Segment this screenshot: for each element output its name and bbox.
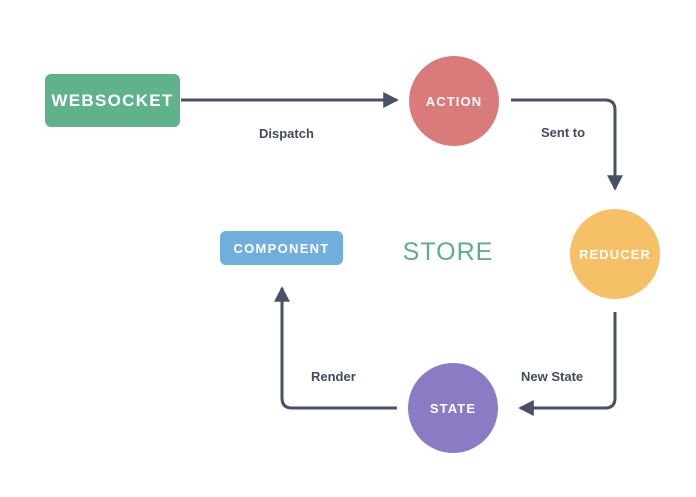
edge-render-arrow <box>274 286 397 410</box>
edge-new-state-arrow <box>518 312 617 416</box>
node-state[interactable]: STATE <box>408 363 498 453</box>
node-state-label: STATE <box>429 400 477 416</box>
node-websocket-label: WEBSOCKET <box>51 90 174 110</box>
store-title: STORE <box>402 238 494 266</box>
node-websocket[interactable]: WEBSOCKET <box>45 74 180 127</box>
node-reducer[interactable]: REDUCER <box>570 209 660 299</box>
node-component-label: COMPONENT <box>233 240 330 256</box>
edge-label-sent-to: Sent to <box>541 125 586 140</box>
node-action[interactable]: ACTION <box>409 56 499 146</box>
edge-sent-to-arrow <box>511 98 623 191</box>
edge-label-render: Render <box>311 369 356 384</box>
node-reducer-label: REDUCER <box>579 246 651 262</box>
node-action-label: ACTION <box>425 93 483 109</box>
node-component[interactable]: COMPONENT <box>220 231 343 265</box>
edge-label-dispatch: Dispatch <box>259 126 314 141</box>
edge-label-new-state: New State <box>521 369 584 384</box>
